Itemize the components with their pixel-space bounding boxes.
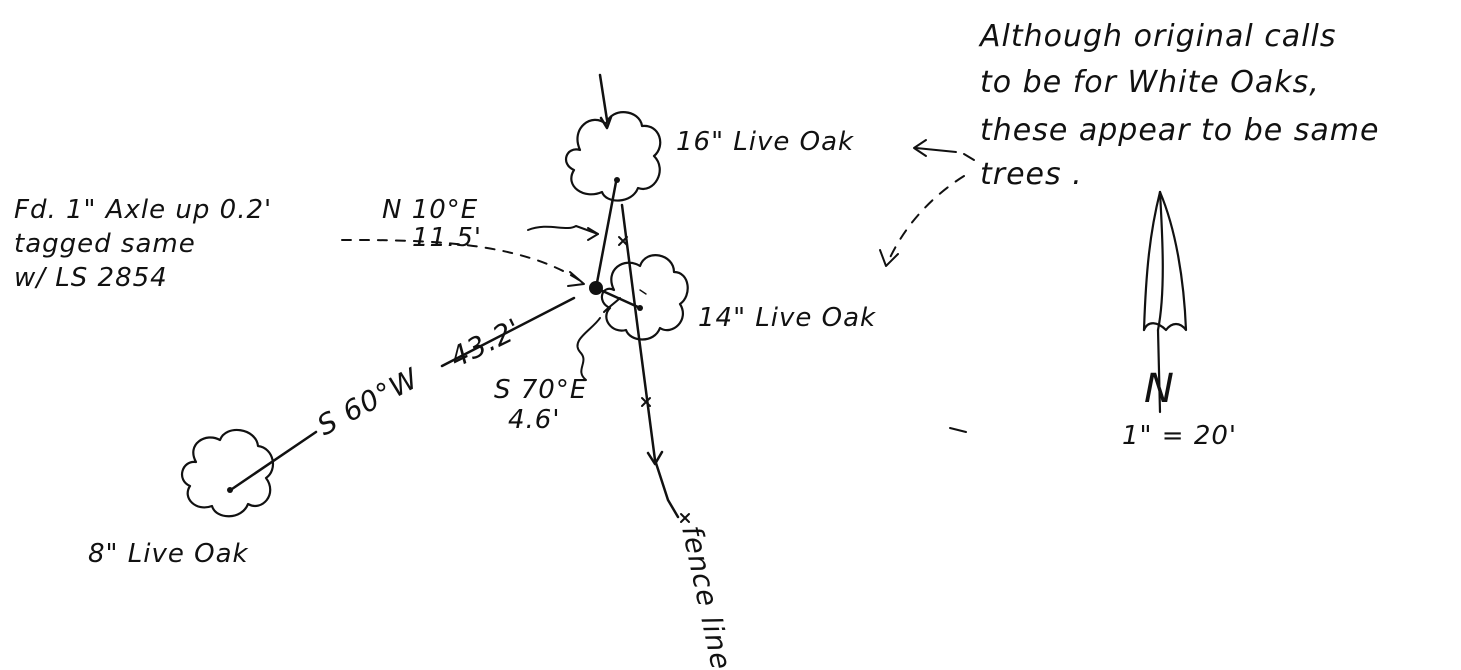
distance-middle: 4.6'	[508, 405, 561, 435]
tree-top	[564, 111, 662, 202]
tree-bottom-left	[180, 428, 275, 518]
bearing-pointer-top	[527, 225, 599, 235]
annotation-line-4: trees .	[980, 157, 1083, 192]
bearing-pointer-top-head	[587, 227, 599, 241]
fence-line-label: fence line	[675, 523, 738, 670]
tie-line-top	[594, 180, 618, 290]
tie-lines	[230, 180, 640, 491]
bearing-pointer-middle	[576, 317, 601, 381]
map-scale: 1" = 20'	[1122, 421, 1237, 451]
monument-line-3: w/ LS 2854	[14, 263, 168, 293]
monument-leader-head	[567, 271, 585, 287]
monument-line-1: Fd. 1" Axle up 0.2'	[14, 195, 272, 225]
bearing-bottom-left: S 60°W	[312, 361, 425, 442]
north-arrow-letter: N	[1144, 366, 1175, 412]
tie-line-bottom-left-b	[230, 430, 318, 491]
monument-leader	[341, 239, 583, 283]
tree-top-label: 16" Live Oak	[676, 127, 854, 157]
annotation-line-1: Although original calls	[978, 19, 1336, 54]
fence-post-marks	[618, 236, 690, 523]
annotation-arrow-top-dash	[963, 153, 975, 161]
monument-point	[589, 281, 603, 295]
tree-bottom-left-label: 8" Live Oak	[88, 539, 249, 569]
monument-line-2: tagged same	[14, 229, 196, 259]
monument-offset-tick	[603, 297, 621, 313]
distance-bottom-left: 43.2'	[445, 312, 527, 375]
north-arrow	[1142, 190, 1188, 414]
tree-middle-label: 14" Live Oak	[698, 303, 876, 333]
annotation-line-2: to be for White Oaks,	[980, 65, 1320, 100]
annotation-arrow-top	[915, 147, 957, 153]
annotation-line-3: these appear to be same	[980, 113, 1379, 148]
tie-line-bottom-left-a	[440, 296, 576, 368]
annotation-arrow-middle	[887, 175, 965, 263]
distance-top: 11.5'	[412, 223, 482, 253]
stray-mark	[949, 427, 967, 433]
tie-line-middle	[594, 286, 640, 309]
annotation-arrow-middle-head	[879, 249, 899, 267]
annotation-arrow-top-head	[913, 139, 927, 157]
bearing-middle: S 70°E	[494, 375, 587, 405]
bearing-top: N 10°E	[382, 195, 478, 225]
